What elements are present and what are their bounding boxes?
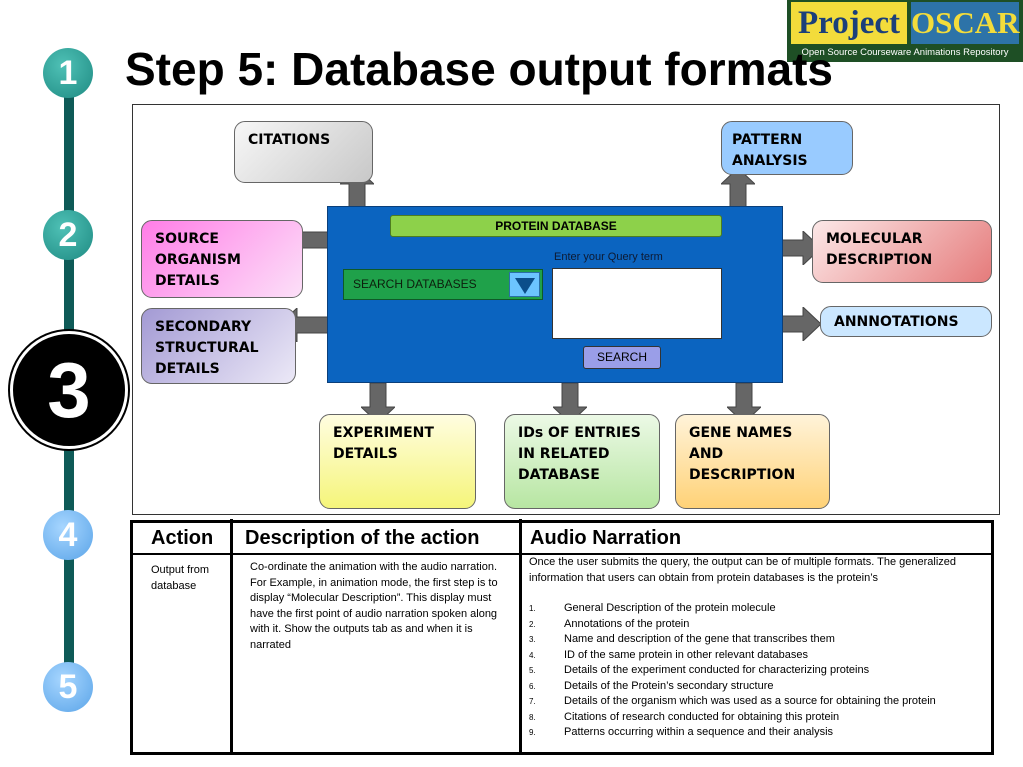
arrow-down-experiment-details bbox=[361, 383, 395, 423]
output-experiment-details-label: EXPERIMENT DETAILS bbox=[333, 425, 434, 462]
output-secondary-structural-label: SECONDARY STRUCTURAL DETAILS bbox=[155, 319, 259, 377]
output-formats-diagram: CITATIONS PATTERN ANALYSIS SOURCE ORGANI… bbox=[132, 104, 1000, 515]
step-4-button[interactable]: 4 bbox=[43, 510, 93, 560]
search-databases-dropdown[interactable]: SEARCH DATABASES bbox=[343, 269, 543, 300]
protein-database-panel: PROTEIN DATABASE SEARCH DATABASES Enter … bbox=[327, 206, 783, 383]
output-source-organism[interactable]: SOURCE ORGANISM DETAILS bbox=[141, 220, 303, 298]
list-item: 1.General Description of the protein mol… bbox=[529, 602, 776, 614]
output-annotations[interactable]: ANNNOTATIONS bbox=[820, 306, 992, 337]
narration-intro: Once the user submits the query, the out… bbox=[529, 556, 956, 584]
output-ids-of-entries[interactable]: IDs OF ENTRIES IN RELATED DATABASE bbox=[504, 414, 660, 509]
protein-database-title: PROTEIN DATABASE bbox=[390, 215, 722, 237]
header-audio-narration: Audio Narration bbox=[530, 527, 682, 549]
output-pattern-analysis-label: PATTERN ANALYSIS bbox=[732, 132, 808, 169]
list-item: 3.Name and description of the gene that … bbox=[529, 633, 835, 645]
list-item: 9.Patterns occurring within a sequence a… bbox=[529, 726, 834, 738]
step-3-current[interactable]: 3 bbox=[10, 331, 128, 449]
arrow-right-annotations bbox=[781, 307, 821, 341]
list-item: 2.Annotations of the protein bbox=[529, 617, 690, 630]
page-title: Step 5: Database output formats bbox=[125, 43, 833, 95]
output-secondary-structural[interactable]: SECONDARY STRUCTURAL DETAILS bbox=[141, 308, 296, 384]
list-item: 4.ID of the same protein in other releva… bbox=[529, 648, 808, 661]
step-1-button[interactable]: 1 bbox=[43, 48, 93, 98]
table-header-divider bbox=[133, 553, 991, 555]
output-citations-label: CITATIONS bbox=[248, 132, 331, 148]
table-divider-1 bbox=[230, 519, 233, 755]
header-description: Description of the action bbox=[245, 527, 480, 549]
list-item: 7.Details of the organism which was used… bbox=[529, 695, 936, 707]
list-item: 5.Details of the experiment conducted fo… bbox=[529, 664, 870, 676]
output-citations[interactable]: CITATIONS bbox=[234, 121, 373, 183]
logo-oscar-word: OSCAR bbox=[911, 2, 1020, 44]
step-5-button[interactable]: 5 bbox=[43, 662, 93, 712]
search-button[interactable]: SEARCH bbox=[583, 346, 661, 369]
output-ids-of-entries-label: IDs OF ENTRIES IN RELATED DATABASE bbox=[518, 425, 641, 483]
output-experiment-details[interactable]: EXPERIMENT DETAILS bbox=[319, 414, 476, 509]
action-cell: Output from database bbox=[151, 564, 210, 592]
step-2-button[interactable]: 2 bbox=[43, 210, 93, 260]
output-source-organism-label: SOURCE ORGANISM DETAILS bbox=[155, 231, 241, 289]
output-molecular-description-label: MOLECULAR DESCRIPTION bbox=[826, 231, 933, 268]
description-cell: Co-ordinate the animation with the audio… bbox=[250, 561, 498, 651]
output-molecular-description[interactable]: MOLECULAR DESCRIPTION bbox=[812, 220, 992, 283]
output-pattern-analysis[interactable]: PATTERN ANALYSIS bbox=[721, 121, 853, 175]
table-divider-2 bbox=[519, 519, 522, 755]
action-narration-table: Action Description of the action Audio N… bbox=[130, 519, 994, 755]
query-term-label: Enter your Query term bbox=[554, 251, 663, 263]
output-gene-names-label: GENE NAMES AND DESCRIPTION bbox=[689, 425, 796, 483]
search-databases-label: SEARCH DATABASES bbox=[353, 277, 477, 291]
logo-tagline: Open Source Courseware Animations Reposi… bbox=[801, 47, 1009, 58]
list-item: 6.Details of the Protein’s secondary str… bbox=[529, 679, 774, 692]
logo-project-word: Project bbox=[791, 2, 907, 44]
project-oscar-logo: Project OSCAR Open Source Courseware Ani… bbox=[787, 0, 1023, 62]
arrow-down-ids-of-entries bbox=[553, 383, 587, 423]
output-gene-names[interactable]: GENE NAMES AND DESCRIPTION bbox=[675, 414, 830, 509]
list-item: 8.Citations of research conducted for ob… bbox=[529, 710, 840, 723]
output-annotations-label: ANNNOTATIONS bbox=[834, 314, 959, 330]
narration-list: 1.General Description of the protein mol… bbox=[529, 601, 991, 741]
header-action: Action bbox=[151, 527, 214, 549]
arrow-right-molecular-description bbox=[781, 231, 821, 265]
dropdown-arrow-icon[interactable] bbox=[509, 272, 540, 297]
arrow-up-pattern-analysis bbox=[721, 168, 755, 208]
arrow-down-gene-names bbox=[727, 383, 761, 423]
query-term-input[interactable] bbox=[552, 268, 722, 339]
